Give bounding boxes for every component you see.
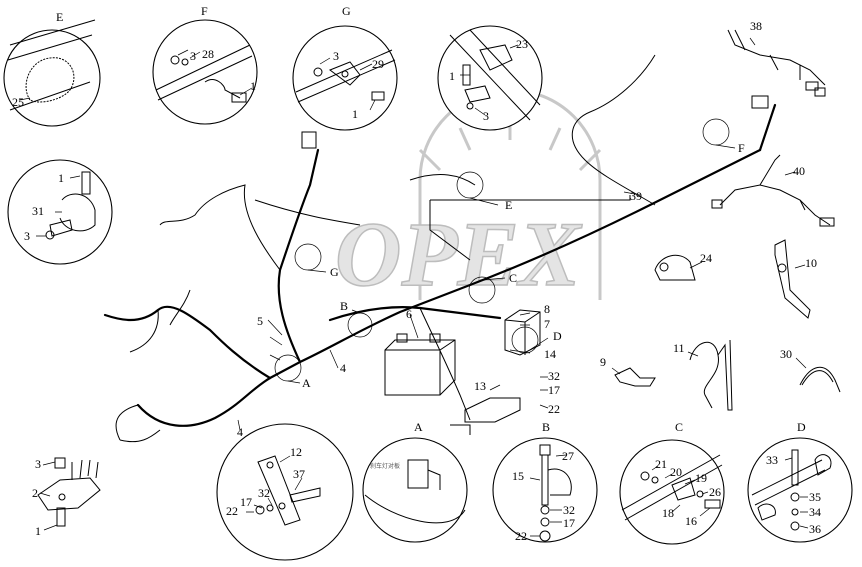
detail-view-C-letter: C — [675, 420, 683, 434]
part-label: 4 — [340, 361, 346, 375]
part-label: 17 — [563, 516, 575, 530]
spring-clip-11 — [687, 339, 733, 411]
detail-view-D-letter: D — [797, 420, 806, 434]
part-label: 27 — [562, 449, 574, 463]
part-label: 33 — [766, 453, 778, 467]
part-label: 37 — [293, 467, 305, 481]
part-label: 15 — [512, 469, 524, 483]
part-label: 18 — [662, 506, 674, 520]
view-ref-label: D — [553, 329, 562, 343]
harness-40 — [711, 154, 835, 227]
detail-view-D — [747, 437, 853, 543]
part-label: 22 — [548, 402, 560, 416]
view-ref-label: B — [340, 299, 348, 313]
part-label: 14 — [544, 347, 556, 361]
part-label: 1 — [250, 79, 256, 93]
part-label: 34 — [809, 505, 821, 519]
part-label: 17 — [548, 383, 560, 397]
bracket-2 — [37, 457, 101, 531]
bracket-13 — [450, 397, 521, 435]
battery — [384, 333, 456, 396]
part-label: 39 — [630, 189, 642, 203]
part-label: 28 — [202, 47, 214, 61]
part-label: 31 — [32, 204, 44, 218]
relay-box — [504, 309, 541, 356]
part-label: 24 — [700, 251, 712, 265]
bracket-10 — [774, 239, 811, 319]
part-label: 5 — [257, 314, 263, 328]
detail-view-F-letter: F — [201, 4, 208, 18]
view-ref-label: G — [330, 265, 339, 279]
part-label: 9 — [600, 355, 606, 369]
part-label: 1 — [58, 171, 64, 185]
part-label: 21 — [655, 457, 667, 471]
part-label: 2 — [32, 486, 38, 500]
grommet-30 — [795, 357, 841, 393]
part-label: 1 — [449, 69, 455, 83]
part-label: 3 — [190, 49, 196, 63]
bracket-9 — [611, 367, 656, 387]
part-label: 36 — [809, 522, 821, 536]
part-label: 1 — [352, 107, 358, 121]
part-label: 22 — [515, 529, 527, 543]
part-label: 32 — [548, 369, 560, 383]
detail-view-B-letter: B — [542, 420, 550, 434]
part-label: 23 — [516, 37, 528, 51]
part-label: 17 — [240, 495, 252, 509]
part-label: 32 — [258, 486, 270, 500]
part-label: 40 — [793, 164, 805, 178]
main-wiring-harness — [103, 54, 777, 443]
main-leaders — [237, 144, 736, 431]
part-label: 3 — [483, 109, 489, 123]
part-label: 29 — [372, 57, 384, 71]
view-ref-label: E — [505, 198, 512, 212]
watermark-text: OPEX — [335, 203, 583, 305]
part-label: 35 — [809, 490, 821, 504]
part-label: 8 — [544, 302, 550, 316]
detail-view-F — [152, 19, 258, 125]
watermark: OPEX — [334, 88, 602, 306]
part-label: 3 — [35, 457, 41, 471]
part-label: 10 — [805, 256, 817, 270]
harness-38 — [727, 29, 826, 97]
detail-view-E-letter: E — [56, 10, 63, 24]
part-label: 11 — [673, 341, 685, 355]
detail-view-23 — [437, 25, 543, 131]
view-ref-label: A — [302, 376, 311, 390]
part-label: 13 — [474, 379, 486, 393]
part-label: 20 — [670, 465, 682, 479]
part-label: 3 — [333, 49, 339, 63]
part-label: 25 — [12, 95, 24, 109]
detail-view-31 — [7, 159, 113, 265]
detail-view-A-letter: A — [414, 420, 423, 434]
part-label: 4 — [237, 425, 243, 439]
detail-view-C — [619, 439, 725, 545]
part-label: 38 — [750, 19, 762, 33]
part-label: 3 — [24, 229, 30, 243]
detail-view-E — [3, 19, 101, 127]
part-label: 6 — [406, 307, 412, 321]
detail-view-B — [492, 437, 598, 543]
part-label: 12 — [290, 445, 302, 459]
view-ref-label: F — [738, 141, 745, 155]
part-label: 26 — [709, 485, 721, 499]
view-A-note: 刹车灯对板 — [370, 462, 400, 470]
clamp-24 — [654, 254, 703, 281]
detail-view-A: 刹车灯对板 — [362, 437, 468, 543]
part-label: 30 — [780, 347, 792, 361]
detail-view-G — [292, 25, 398, 131]
part-label: 32 — [563, 503, 575, 517]
part-label: 19 — [695, 471, 707, 485]
part-label: 1 — [35, 524, 41, 538]
detail-view-12 — [216, 423, 354, 561]
part-label: 7 — [544, 317, 550, 331]
detail-view-G-letter: G — [342, 4, 351, 18]
view-ref-label: C — [509, 271, 517, 285]
part-label: 22 — [226, 504, 238, 518]
part-label: 16 — [685, 514, 697, 528]
